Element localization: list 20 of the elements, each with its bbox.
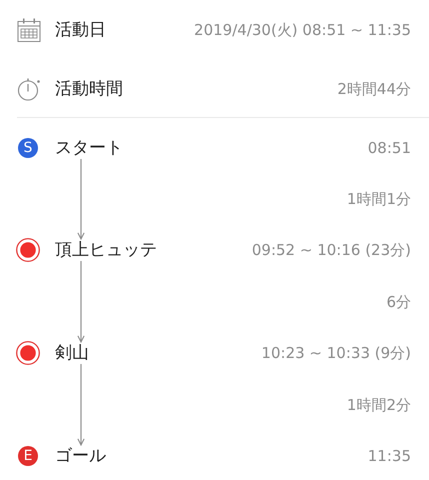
place-name: 剣山 xyxy=(55,343,89,363)
arrow xyxy=(77,261,85,343)
row-value: 2019/4/30(火) 08:51 ~ 11:35 xyxy=(194,20,411,40)
duration-label: 1時間2分 xyxy=(346,395,411,415)
time-label: 08:51 xyxy=(368,138,411,158)
duration-label: 1時間1分 xyxy=(346,189,411,209)
place-name: ゴール xyxy=(55,446,106,466)
time-label: 09:52 ~ 10:16 (23分) xyxy=(252,240,411,260)
arrow xyxy=(77,159,85,240)
place-name: スタート xyxy=(55,138,123,158)
time-label: 11:35 xyxy=(368,446,411,466)
arrow xyxy=(77,364,85,446)
time-label: 10:23 ~ 10:33 (9分) xyxy=(261,343,411,363)
letter-badge: E xyxy=(18,446,38,466)
row-label: 活動時間 xyxy=(55,79,123,99)
letter-badge: S xyxy=(18,138,38,158)
row-value: 2時間44分 xyxy=(337,79,411,99)
place-name: 頂上ヒュッテ xyxy=(55,240,157,260)
row-label: 活動日 xyxy=(55,20,106,40)
duration-label: 6分 xyxy=(386,292,411,312)
